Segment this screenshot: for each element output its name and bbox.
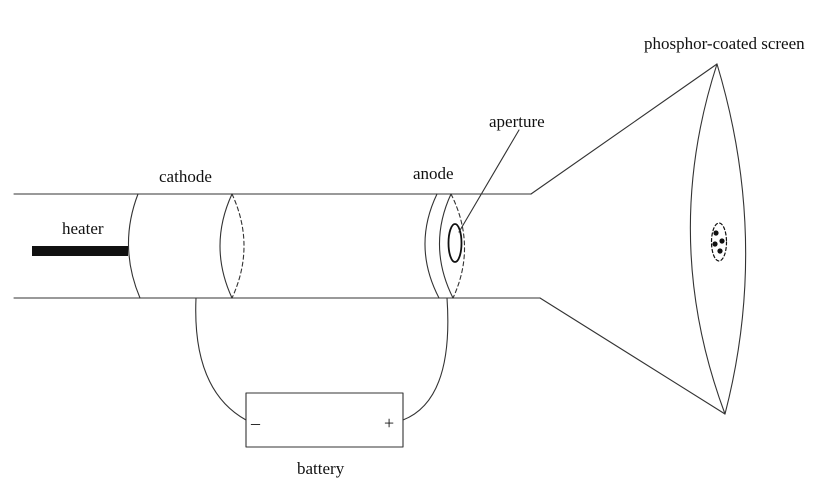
cathode-right-surface [219,193,233,299]
battery-positive-terminal: + [384,413,395,433]
heater-label: heater [62,219,104,238]
anode-hidden-edge [450,193,466,299]
aperture-hole [447,223,463,263]
funnel-bottom-wall [539,297,726,415]
battery-body [245,392,404,448]
battery-label: battery [297,459,345,478]
beam-spot-electron [719,238,725,244]
aperture-pointer-line [458,129,520,233]
heater-filament [32,246,128,256]
screen-label: phosphor-coated screen [644,34,805,53]
anode-label: anode [413,164,454,183]
wire-anode-to-battery [402,297,449,421]
battery-negative-terminal: – [251,413,260,433]
funnel-top-wall [530,63,718,195]
wire-cathode-to-battery [195,297,247,421]
anode-inner-surface [438,193,454,299]
beam-spot-electron [717,248,723,254]
anode-outer-surface [424,193,440,299]
beam-spot-electron [713,230,719,236]
beam-spot-electron [712,241,718,247]
cathode-left-surface [127,193,141,299]
aperture-label: aperture [489,112,545,131]
cathode-label: cathode [159,167,212,186]
phosphor-screen-left-arc [689,63,726,415]
phosphor-screen-right-arc [716,63,747,415]
beam-spot-outline [710,222,728,262]
cathode-hidden-edge [231,193,245,299]
